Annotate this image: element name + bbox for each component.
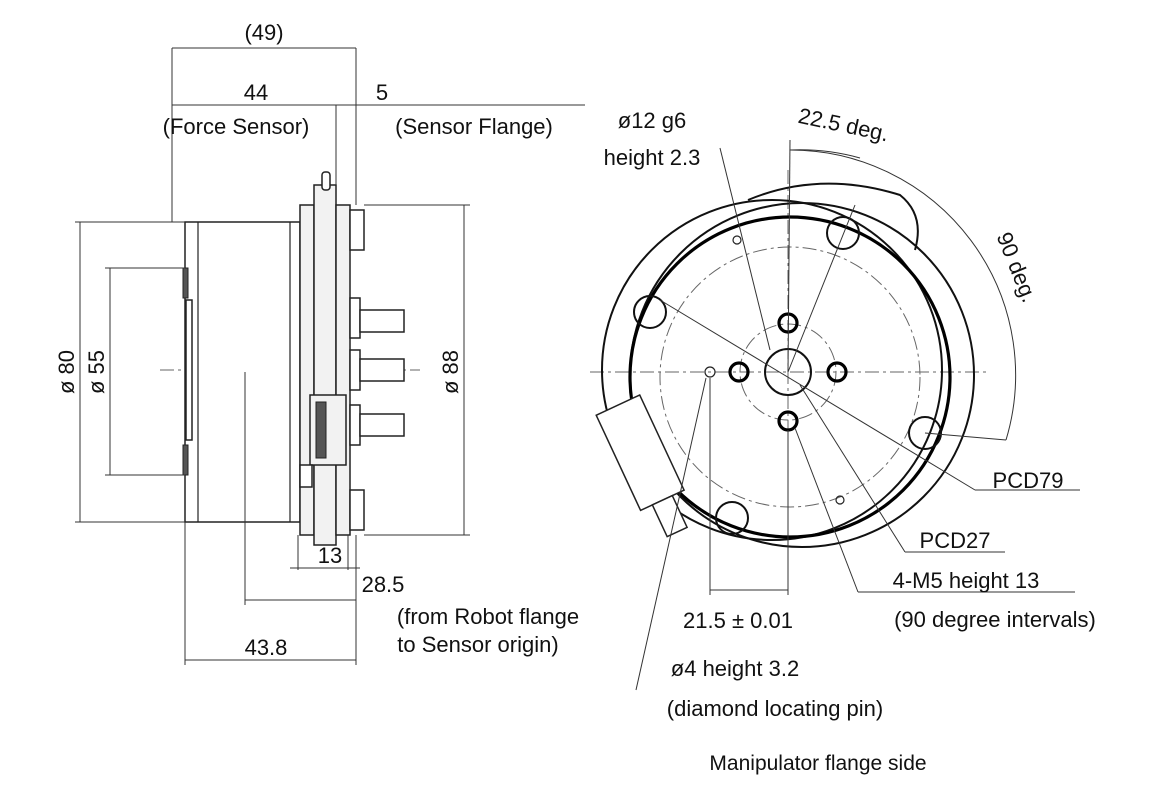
dim-flange-label-text: (Sensor Flange) [395,114,553,139]
bolt-head [826,216,860,250]
flange-ring [335,204,351,536]
dim-28-5-note-2: to Sensor origin) [397,632,558,657]
bolt-head [349,489,365,531]
angle-22-arc [789,149,861,159]
dim-43-8-text: 43.8 [245,635,288,660]
dia-80-text: ø 80 [54,350,79,394]
pcd79-circle [659,246,921,508]
dim-21-5-text: 21.5 ± 0.01 [683,608,793,633]
m5-hole [826,361,848,383]
dim-28-5-text: 28.5 [362,572,405,597]
dia-55-text: ø 55 [84,350,109,394]
angle-90-arc [789,149,1017,441]
side-view: (49) 44 (Force Sensor) 5 (Sensor Flange)… [54,20,585,665]
m5-hole [728,361,750,383]
stud-pin [359,358,405,382]
stud-base [349,404,361,446]
stud-pin [359,309,405,333]
connector-clip [299,464,313,488]
dim-force-label-text: (Force Sensor) [163,114,310,139]
pin-dia-text: ø12 g6 [618,108,687,133]
sensor-outer-circle [601,199,943,541]
sensor-flange [313,184,337,546]
face-detail [185,299,193,441]
pcd27-leader [799,384,906,553]
connector-body [595,393,686,512]
cable-connector [595,393,689,538]
flange-lip [321,171,331,191]
cable-arc [747,182,919,251]
m5-note-text: (90 degree intervals) [894,607,1096,632]
angle-ray [787,204,856,373]
pin-height-text: height 2.3 [604,145,701,170]
stud-pin [359,413,405,437]
connector-detail [315,401,327,459]
angle-90-text: 90 deg. [992,228,1043,305]
bolt-head [715,501,749,535]
pin-leader [719,147,771,351]
angle-22-5-text: 22.5 deg. [796,103,891,147]
flange-edge-circle [628,215,952,539]
m5-text: 4-M5 height 13 [893,568,1040,593]
face-detail [182,444,189,476]
m5-leader [794,427,859,593]
stud-base [349,349,361,391]
dim-overall-text: (49) [244,20,283,45]
force-sensor-body [184,221,301,523]
small-hole [732,235,742,245]
stud-base [349,297,361,339]
face-detail [182,267,189,299]
pin4-text: ø4 height 3.2 [671,656,799,681]
angle-ref-line [787,139,791,373]
pcd79-leader [659,299,976,491]
pcd79-text: PCD79 [993,468,1064,493]
dim-force-len-text: 44 [244,80,268,105]
angle-ray [924,432,1007,441]
front-view: ø12 g6 height 2.3 22.5 deg. 90 deg. PCD7… [590,103,1096,775]
connector-tail [651,494,689,538]
bolt-head [349,209,365,251]
pin4-leader [635,377,707,691]
dia-88-text: ø 88 [438,350,463,394]
cable-connector [309,394,347,466]
dim-13-text: 13 [318,543,342,568]
dim-flange-len-text: 5 [376,80,388,105]
pcd27-text: PCD27 [920,528,991,553]
pin4-note-text: (diamond locating pin) [667,696,883,721]
diamond-pin [704,366,716,378]
dim-28-5-note-1: (from Robot flange [397,604,579,629]
bolt-head [908,416,942,450]
view-caption: Manipulator flange side [709,752,926,775]
small-hole [835,495,845,505]
bolt-head [633,295,667,329]
